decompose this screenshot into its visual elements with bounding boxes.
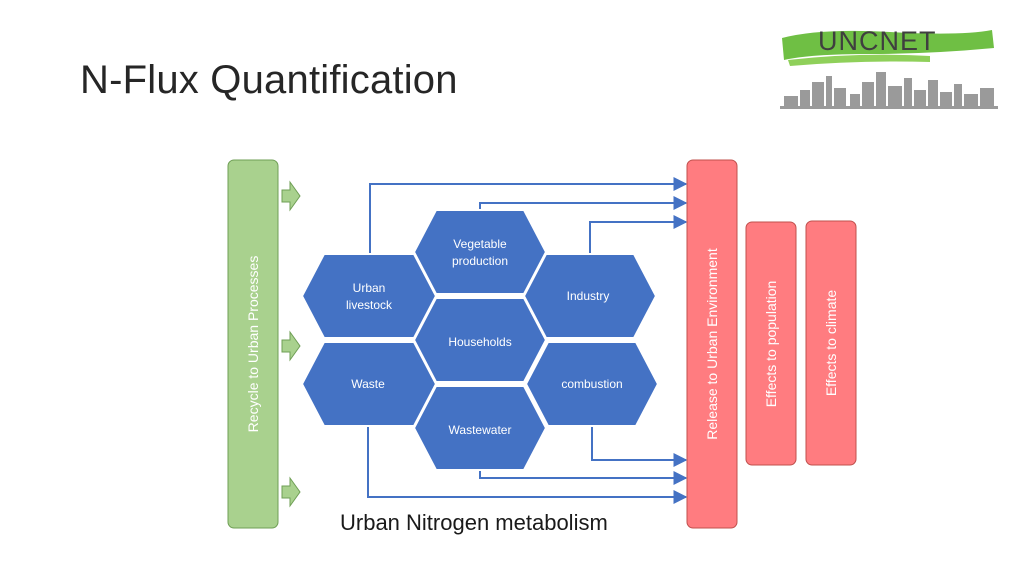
release-label: Release to Urban Environment xyxy=(704,248,720,440)
households-label: Households xyxy=(448,335,511,349)
recycle-arrows xyxy=(281,180,301,508)
hexagon-vegetable-production xyxy=(412,209,548,295)
uncnet-logo: UNCNET xyxy=(780,20,1002,112)
effects-population-label: Effects to population xyxy=(763,281,779,408)
livestock-label-line2: livestock xyxy=(346,298,393,312)
arrow-livestock-release xyxy=(369,177,688,254)
effects-climate-bar xyxy=(805,220,857,466)
waste-label: Waste xyxy=(351,377,385,391)
recycle-label: Recycle to Urban Processes xyxy=(245,256,261,433)
recycle-arrow-top xyxy=(281,180,301,212)
hexagon-wastewater xyxy=(412,385,548,471)
effects-climate-label: Effects to climate xyxy=(823,290,839,397)
vegetable-label-line2: production xyxy=(452,254,508,268)
arrow-waste-release xyxy=(367,426,688,504)
combustion-label: combustion xyxy=(561,377,622,391)
hexagon-waste xyxy=(300,341,438,427)
recycle-arrow-bottom xyxy=(281,476,301,508)
logo-graphic xyxy=(780,30,998,109)
diagram-caption: Urban Nitrogen metabolism xyxy=(340,510,608,535)
hexagon-urban-livestock xyxy=(300,253,438,339)
hexagon-combustion xyxy=(524,341,660,427)
recycle-bar xyxy=(227,159,279,529)
wastewater-label: Wastewater xyxy=(449,423,512,437)
flow-arrows xyxy=(367,177,688,504)
vegetable-label-line1: Vegetable xyxy=(453,237,507,251)
arrow-combustion-release xyxy=(591,426,688,467)
slide-title: N-Flux Quantification xyxy=(80,58,458,102)
arrow-wastewater-release xyxy=(479,468,688,485)
effects-population-bar xyxy=(745,221,797,466)
industry-label: Industry xyxy=(567,289,610,303)
release-bar xyxy=(686,159,738,529)
arrow-industry-release xyxy=(589,215,688,254)
logo-text: UNCNET xyxy=(818,26,937,56)
arrow-vegetable-release xyxy=(479,196,688,210)
recycle-arrow-middle xyxy=(281,330,301,362)
livestock-label-line1: Urban xyxy=(353,281,386,295)
